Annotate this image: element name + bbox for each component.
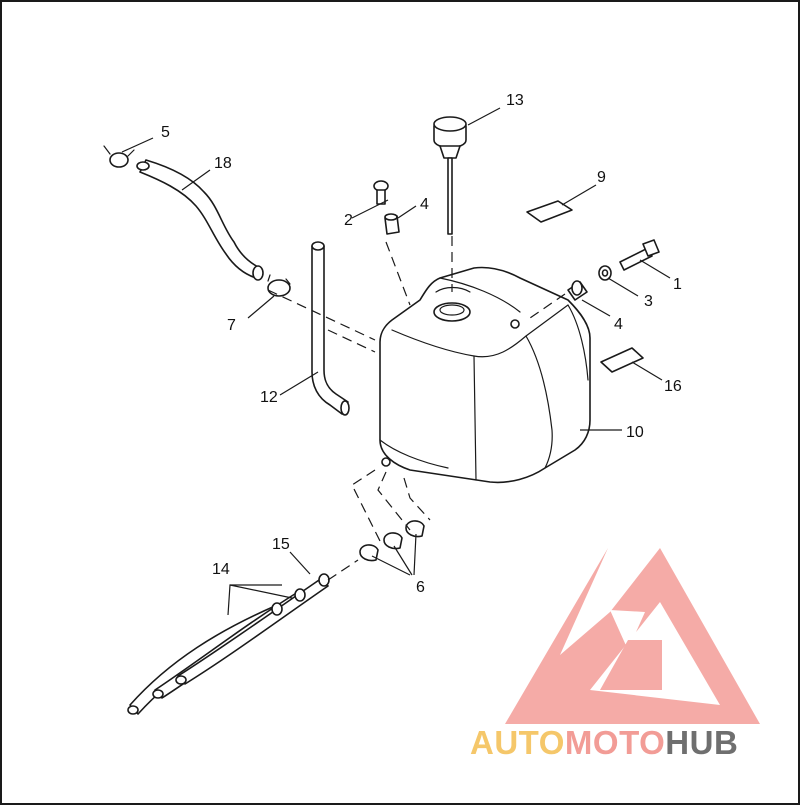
callout-15: 15 bbox=[272, 536, 290, 553]
callout-9: 9 bbox=[597, 169, 606, 186]
callout-2: 2 bbox=[344, 212, 353, 229]
assembly-lines bbox=[267, 236, 566, 581]
callout-14: 14 bbox=[212, 561, 230, 578]
callout-4-upper: 4 bbox=[420, 196, 429, 213]
part-15-hose-ends bbox=[271, 573, 330, 616]
part-18-vent-hose bbox=[136, 159, 264, 281]
part-13-dipstick bbox=[433, 116, 467, 235]
callout-13: 13 bbox=[506, 92, 524, 109]
watermark-word-hub: HUB bbox=[665, 724, 739, 761]
callout-1: 1 bbox=[673, 276, 682, 293]
part-12-drain-hose bbox=[311, 241, 350, 416]
watermark-logo bbox=[505, 548, 760, 724]
part-9-pad bbox=[526, 200, 573, 223]
callout-16: 16 bbox=[664, 378, 682, 395]
watermark-text: AUTOMOTOHUB bbox=[470, 724, 738, 762]
part-1-bolt bbox=[619, 239, 660, 271]
part-4-spacer-upper bbox=[384, 213, 400, 235]
part-5-clamp bbox=[103, 145, 135, 168]
callout-3: 3 bbox=[644, 293, 653, 310]
callout-5: 5 bbox=[161, 124, 170, 141]
part-2-screw bbox=[373, 180, 389, 205]
callout-7: 7 bbox=[227, 317, 236, 334]
part-16-pad bbox=[600, 347, 644, 373]
part-4-spacer-side bbox=[567, 280, 588, 301]
watermark-word-moto: MOTO bbox=[564, 724, 666, 761]
leader-lines bbox=[121, 107, 671, 616]
callout-6: 6 bbox=[416, 579, 425, 596]
callout-12: 12 bbox=[260, 389, 278, 406]
callout-18: 18 bbox=[214, 155, 232, 172]
watermark-logo-g bbox=[600, 640, 662, 690]
part-14-drain-lines bbox=[127, 577, 329, 715]
part-7-clamp bbox=[267, 274, 291, 297]
callout-10: 10 bbox=[626, 424, 644, 441]
part-10-oil-tank bbox=[379, 266, 591, 484]
watermark-word-auto: AUTO bbox=[470, 724, 565, 761]
callout-numbers: 5 18 2 4 13 9 1 3 4 16 10 7 12 14 15 6 bbox=[161, 92, 682, 596]
part-3-washer bbox=[598, 265, 612, 281]
callout-4-side: 4 bbox=[614, 316, 623, 333]
